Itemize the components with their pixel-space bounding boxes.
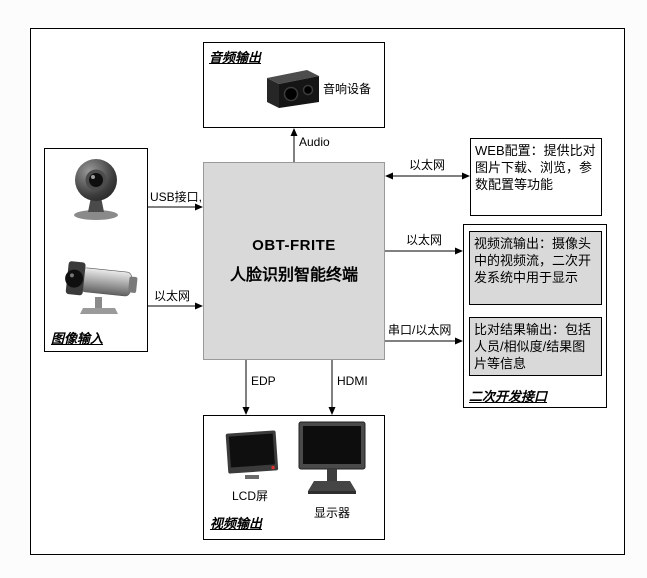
speaker-icon bbox=[267, 70, 319, 108]
web-config-text: WEB配置：提供比对图片下载、浏览，参数配置等功能 bbox=[475, 143, 596, 192]
webcam-icon bbox=[74, 159, 118, 220]
lcd-label: LCD屏 bbox=[232, 489, 269, 503]
ethernet-web-label: 以太网 bbox=[409, 158, 446, 172]
web-config-box: WEB配置：提供比对图片下载、浏览，参数配置等功能 bbox=[470, 138, 602, 216]
video-stream-text: 视频流输出：摄像头中的视频流，二次开发系统中用于显示 bbox=[474, 236, 592, 285]
hdmi-arrow bbox=[328, 360, 336, 415]
audio-output-title: 音频输出 bbox=[209, 50, 262, 65]
compare-result-text: 比对结果输出：包括人员/相似度/结果图片等信息 bbox=[474, 322, 592, 371]
usb-connection-label: USB接口, bbox=[150, 190, 203, 204]
audio-arrow bbox=[290, 128, 298, 162]
image-input-title: 图像输入 bbox=[51, 331, 104, 346]
video-output-title: 视频输出 bbox=[210, 516, 263, 531]
lcd-screen-icon bbox=[225, 430, 279, 479]
dev-interface-title: 二次开发接口 bbox=[469, 389, 548, 404]
ethernet-input-arrow bbox=[148, 302, 203, 310]
ethernet-web-arrow bbox=[385, 172, 470, 180]
serial-ethernet-label: 串口/以太网 bbox=[388, 323, 452, 337]
video-output-group: LCD屏 显示器 视频输出 bbox=[203, 415, 385, 540]
video-stream-box: 视频流输出：摄像头中的视频流，二次开发系统中用于显示 bbox=[469, 231, 602, 305]
monitor-icon bbox=[298, 421, 366, 494]
serial-ethernet-arrow bbox=[385, 337, 463, 345]
edp-arrow bbox=[242, 360, 250, 415]
usb-arrow bbox=[148, 203, 203, 211]
ip-camera-icon bbox=[65, 261, 138, 314]
ethernet-stream-arrow bbox=[385, 247, 463, 255]
monitor-label: 显示器 bbox=[314, 506, 351, 520]
image-input-group: 图像输入 bbox=[44, 148, 148, 352]
terminal-box: OBT-FRITE 人脸识别智能终端 bbox=[203, 162, 385, 360]
compare-result-box: 比对结果输出：包括人员/相似度/结果图片等信息 bbox=[469, 317, 602, 376]
hdmi-connection-label: HDMI bbox=[337, 374, 368, 388]
terminal-model: OBT-FRITE bbox=[252, 237, 336, 254]
terminal-name: 人脸识别智能终端 bbox=[229, 267, 358, 284]
ethernet-input-label: 以太网 bbox=[154, 289, 191, 303]
audio-connection-label: Audio bbox=[299, 135, 330, 149]
audio-output-group: 音频输出 音响设备 bbox=[203, 42, 385, 128]
speaker-label: 音响设备 bbox=[323, 82, 372, 96]
ethernet-stream-label: 以太网 bbox=[406, 233, 443, 247]
dev-interface-group: 视频流输出：摄像头中的视频流，二次开发系统中用于显示 比对结果输出：包括人员/相… bbox=[463, 224, 607, 408]
edp-connection-label: EDP bbox=[251, 374, 276, 388]
